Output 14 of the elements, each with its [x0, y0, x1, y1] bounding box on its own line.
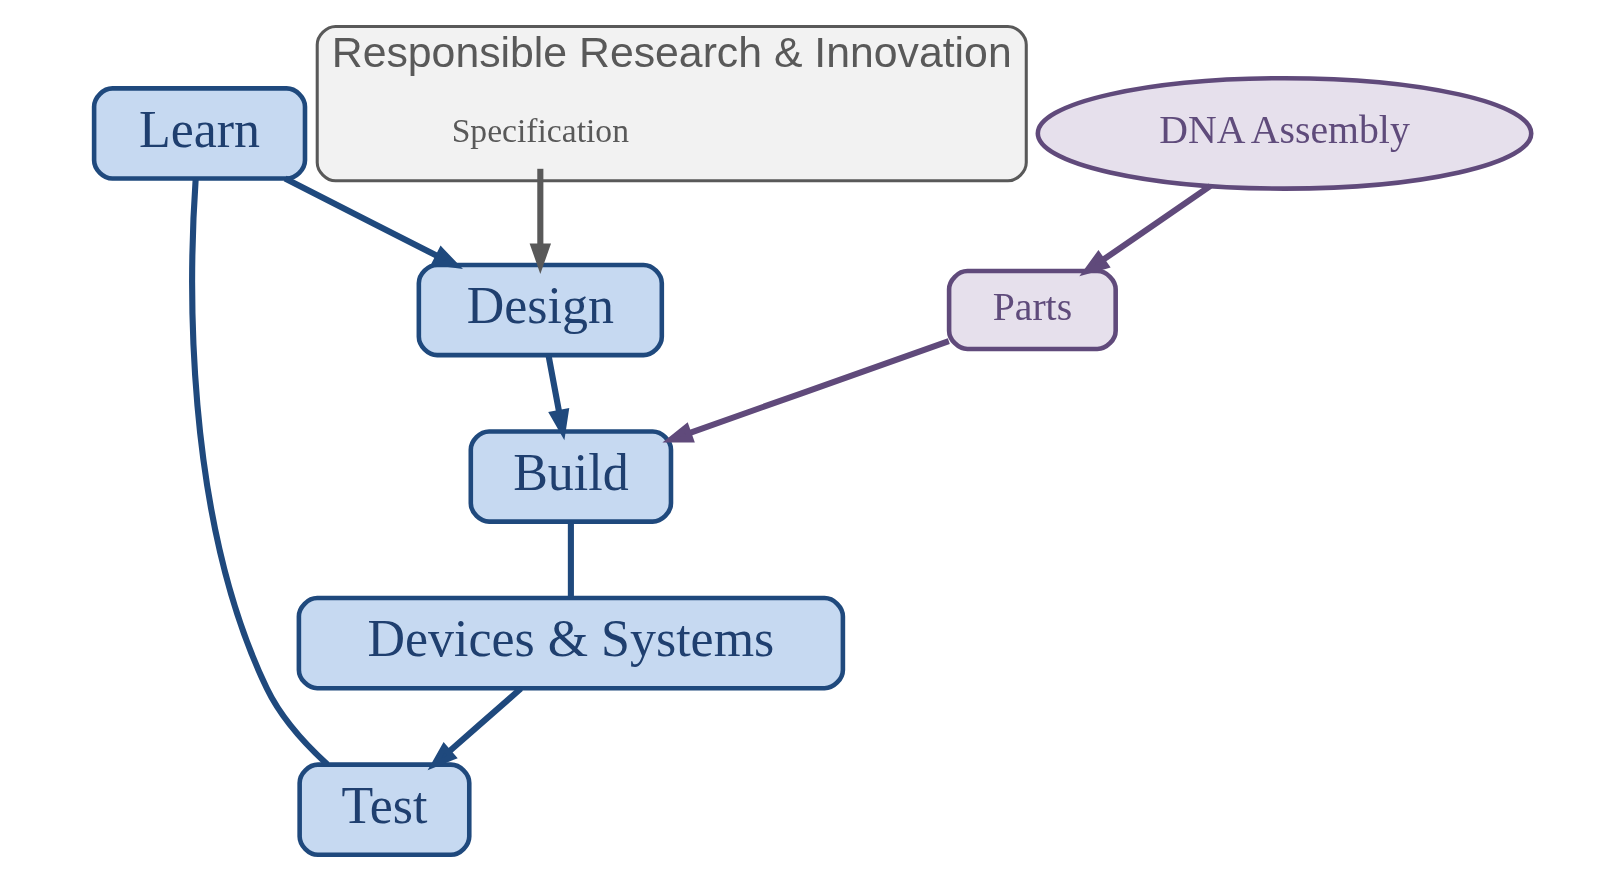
node-box: Devices & Systems — [296, 595, 845, 691]
node-text: Specification — [451, 111, 629, 149]
node-box: Build — [468, 429, 673, 524]
connector — [567, 521, 574, 598]
node-box: Design — [416, 262, 664, 358]
node-box: Test — [296, 762, 472, 858]
arrow — [545, 354, 569, 441]
node-box: Parts — [946, 268, 1118, 352]
node-ellipse: DNA Assembly — [1035, 75, 1533, 191]
node-box: Learn — [91, 86, 307, 181]
arrow — [1078, 183, 1212, 277]
arrow — [529, 168, 551, 275]
arrow — [283, 175, 463, 270]
arrow — [661, 338, 950, 443]
